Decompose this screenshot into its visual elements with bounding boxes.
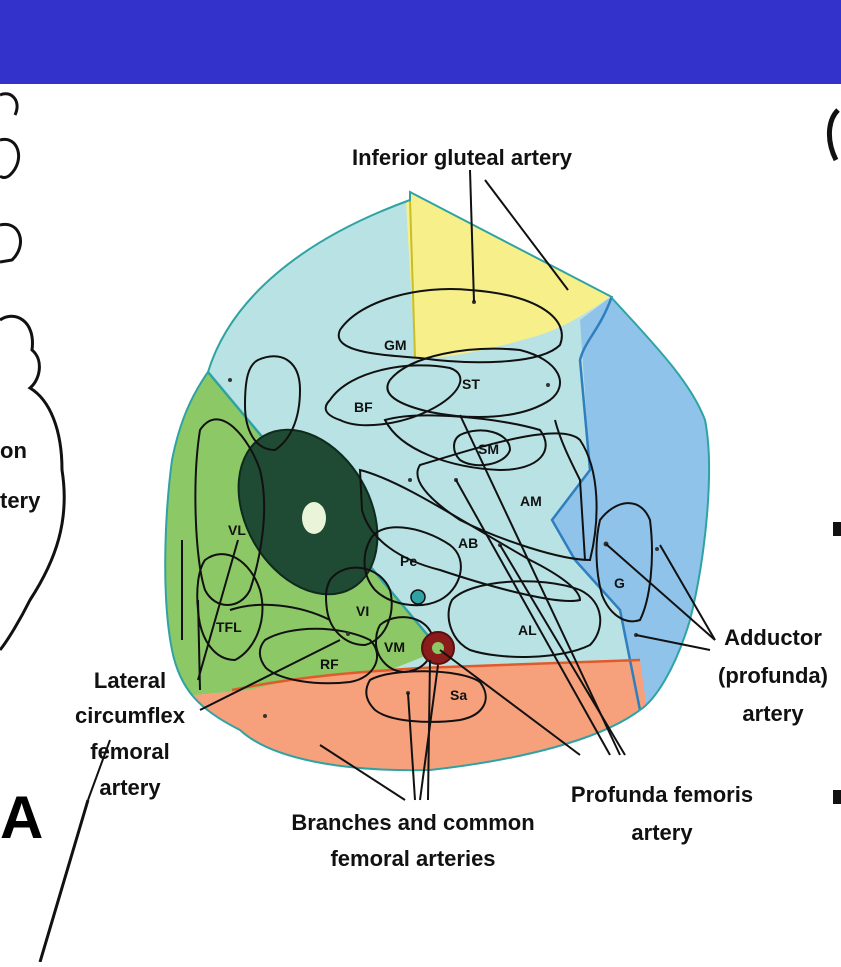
label-lateral-circumflex-3: femoral — [90, 739, 169, 764]
muscle-label-am: AM — [520, 493, 542, 509]
label-adductor-1: Adductor — [724, 625, 822, 650]
label-lateral-circumflex-1: Lateral — [94, 668, 166, 693]
label-lateral-circumflex-4: artery — [99, 775, 161, 800]
label-branches-common-1: Branches and common — [291, 810, 534, 835]
muscle-label-rf: RF — [320, 656, 339, 672]
label-inferior-gluteal-artery: Inferior gluteal artery — [352, 145, 573, 170]
left-edge-text-1: on — [0, 438, 27, 463]
muscle-label-bf: BF — [354, 399, 373, 415]
territories — [140, 180, 760, 800]
label-profunda-femoris-1: Profunda femoris — [571, 782, 753, 807]
muscle-label-tfl: TFL — [216, 619, 242, 635]
muscle-label-sa: Sa — [450, 687, 467, 703]
panel-letter: A — [0, 784, 43, 851]
diagram-canvas: on tery — [0, 84, 841, 962]
muscle-label-ab: AB — [458, 535, 478, 551]
label-adductor-3: artery — [742, 701, 804, 726]
muscle-label-st: ST — [462, 376, 480, 392]
label-lateral-circumflex-2: circumflex — [75, 703, 186, 728]
muscle-label-gm: GM — [384, 337, 407, 353]
muscle-label-vl: VL — [228, 522, 246, 538]
left-edge-text-2: tery — [0, 488, 41, 513]
muscle-label-vm: VM — [384, 639, 405, 655]
muscle-label-g: G — [614, 575, 625, 591]
title-bar — [0, 0, 841, 84]
thigh-cross-section-diagram: on tery — [0, 84, 841, 962]
label-profunda-femoris-2: artery — [631, 820, 693, 845]
muscle-label-vi: VI — [356, 603, 369, 619]
label-branches-common-2: femoral arteries — [330, 846, 495, 871]
muscle-label-pe: Pe — [400, 553, 417, 569]
muscle-label-al: AL — [518, 622, 537, 638]
label-adductor-2: (profunda) — [718, 663, 828, 688]
muscle-label-sm: SM — [478, 441, 499, 457]
